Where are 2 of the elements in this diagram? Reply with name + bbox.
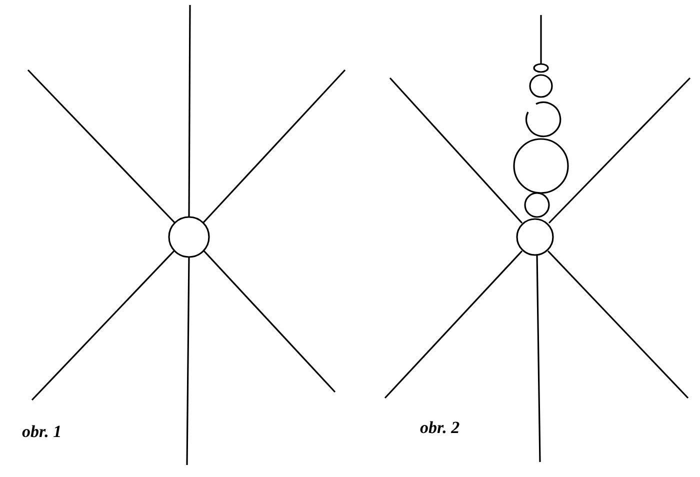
- figure-label: obr. 1: [22, 422, 62, 442]
- figure-label: obr. 2: [420, 418, 460, 438]
